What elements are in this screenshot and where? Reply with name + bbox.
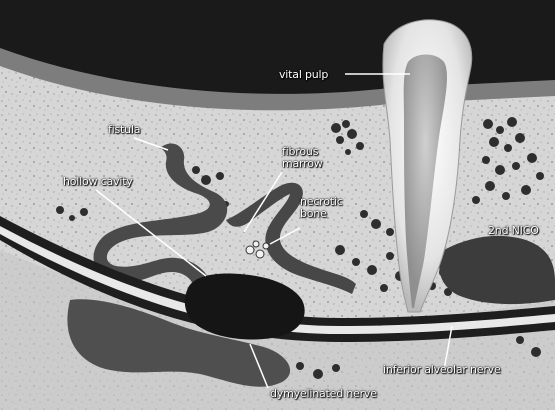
label-second-nico: 2nd NICO [488, 225, 539, 237]
label-necrotic-bone: necrotic bone [300, 196, 343, 220]
label-hollow-cavity: hollow cavity [63, 176, 133, 188]
second-nico-lesion [439, 236, 555, 304]
label-dymyelinated-nerve: dymyelinated nerve [270, 388, 377, 400]
label-fibrous-marrow: fibrous marrow [282, 146, 323, 170]
label-vital-pulp: vital pulp [279, 69, 328, 81]
label-fistula: fistula [108, 124, 140, 136]
label-inferior-alveolar-nerve: inferior alveolar nerve [383, 364, 501, 376]
